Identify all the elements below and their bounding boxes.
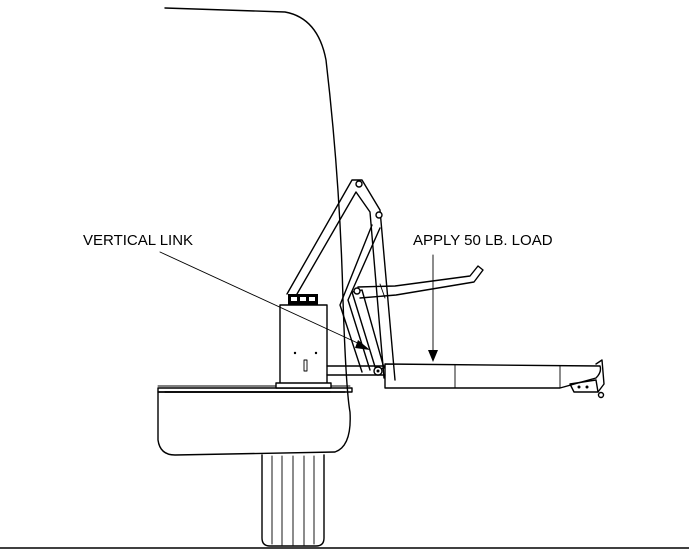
apply-load-label: APPLY 50 LB. LOAD	[413, 232, 553, 249]
lift-column	[275, 294, 332, 389]
roll-stop	[569, 359, 605, 399]
platform	[384, 363, 602, 389]
handrail	[357, 265, 484, 299]
vertical-link-arrowhead	[355, 340, 370, 350]
vertical-link-leader	[159, 251, 363, 346]
vertical-link-label: VERTICAL LINK	[83, 232, 193, 249]
vertical-link	[351, 287, 385, 376]
load-arrowhead	[428, 350, 438, 362]
rear-tire	[261, 454, 325, 547]
